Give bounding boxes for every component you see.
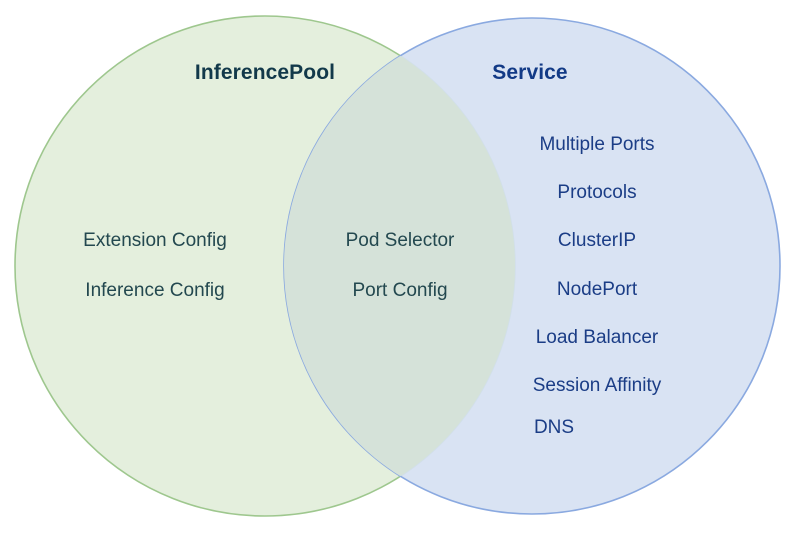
service-item-protocols: Protocols: [557, 182, 637, 203]
service-item-nodeport: NodePort: [556, 279, 638, 300]
service-item-load-balancer: Load Balancer: [535, 327, 659, 348]
service-item-multiple-ports: Multiple Ports: [539, 134, 655, 155]
service-title: Service: [492, 61, 568, 84]
shared-item-pod-selector: Pod Selector: [345, 230, 455, 251]
overlap-region[interactable]: [284, 18, 780, 514]
inferencepool-item-inference-config: Inference Config: [85, 280, 225, 301]
service-item-session-affinity: Session Affinity: [532, 375, 662, 396]
service-item-clusterip: ClusterIP: [557, 230, 637, 251]
service-item-dns: DNS: [533, 417, 575, 438]
inferencepool-item-extension-config: Extension Config: [83, 230, 227, 251]
inferencepool-title: InferencePool: [194, 61, 336, 84]
shared-item-port-config: Port Config: [352, 280, 448, 301]
